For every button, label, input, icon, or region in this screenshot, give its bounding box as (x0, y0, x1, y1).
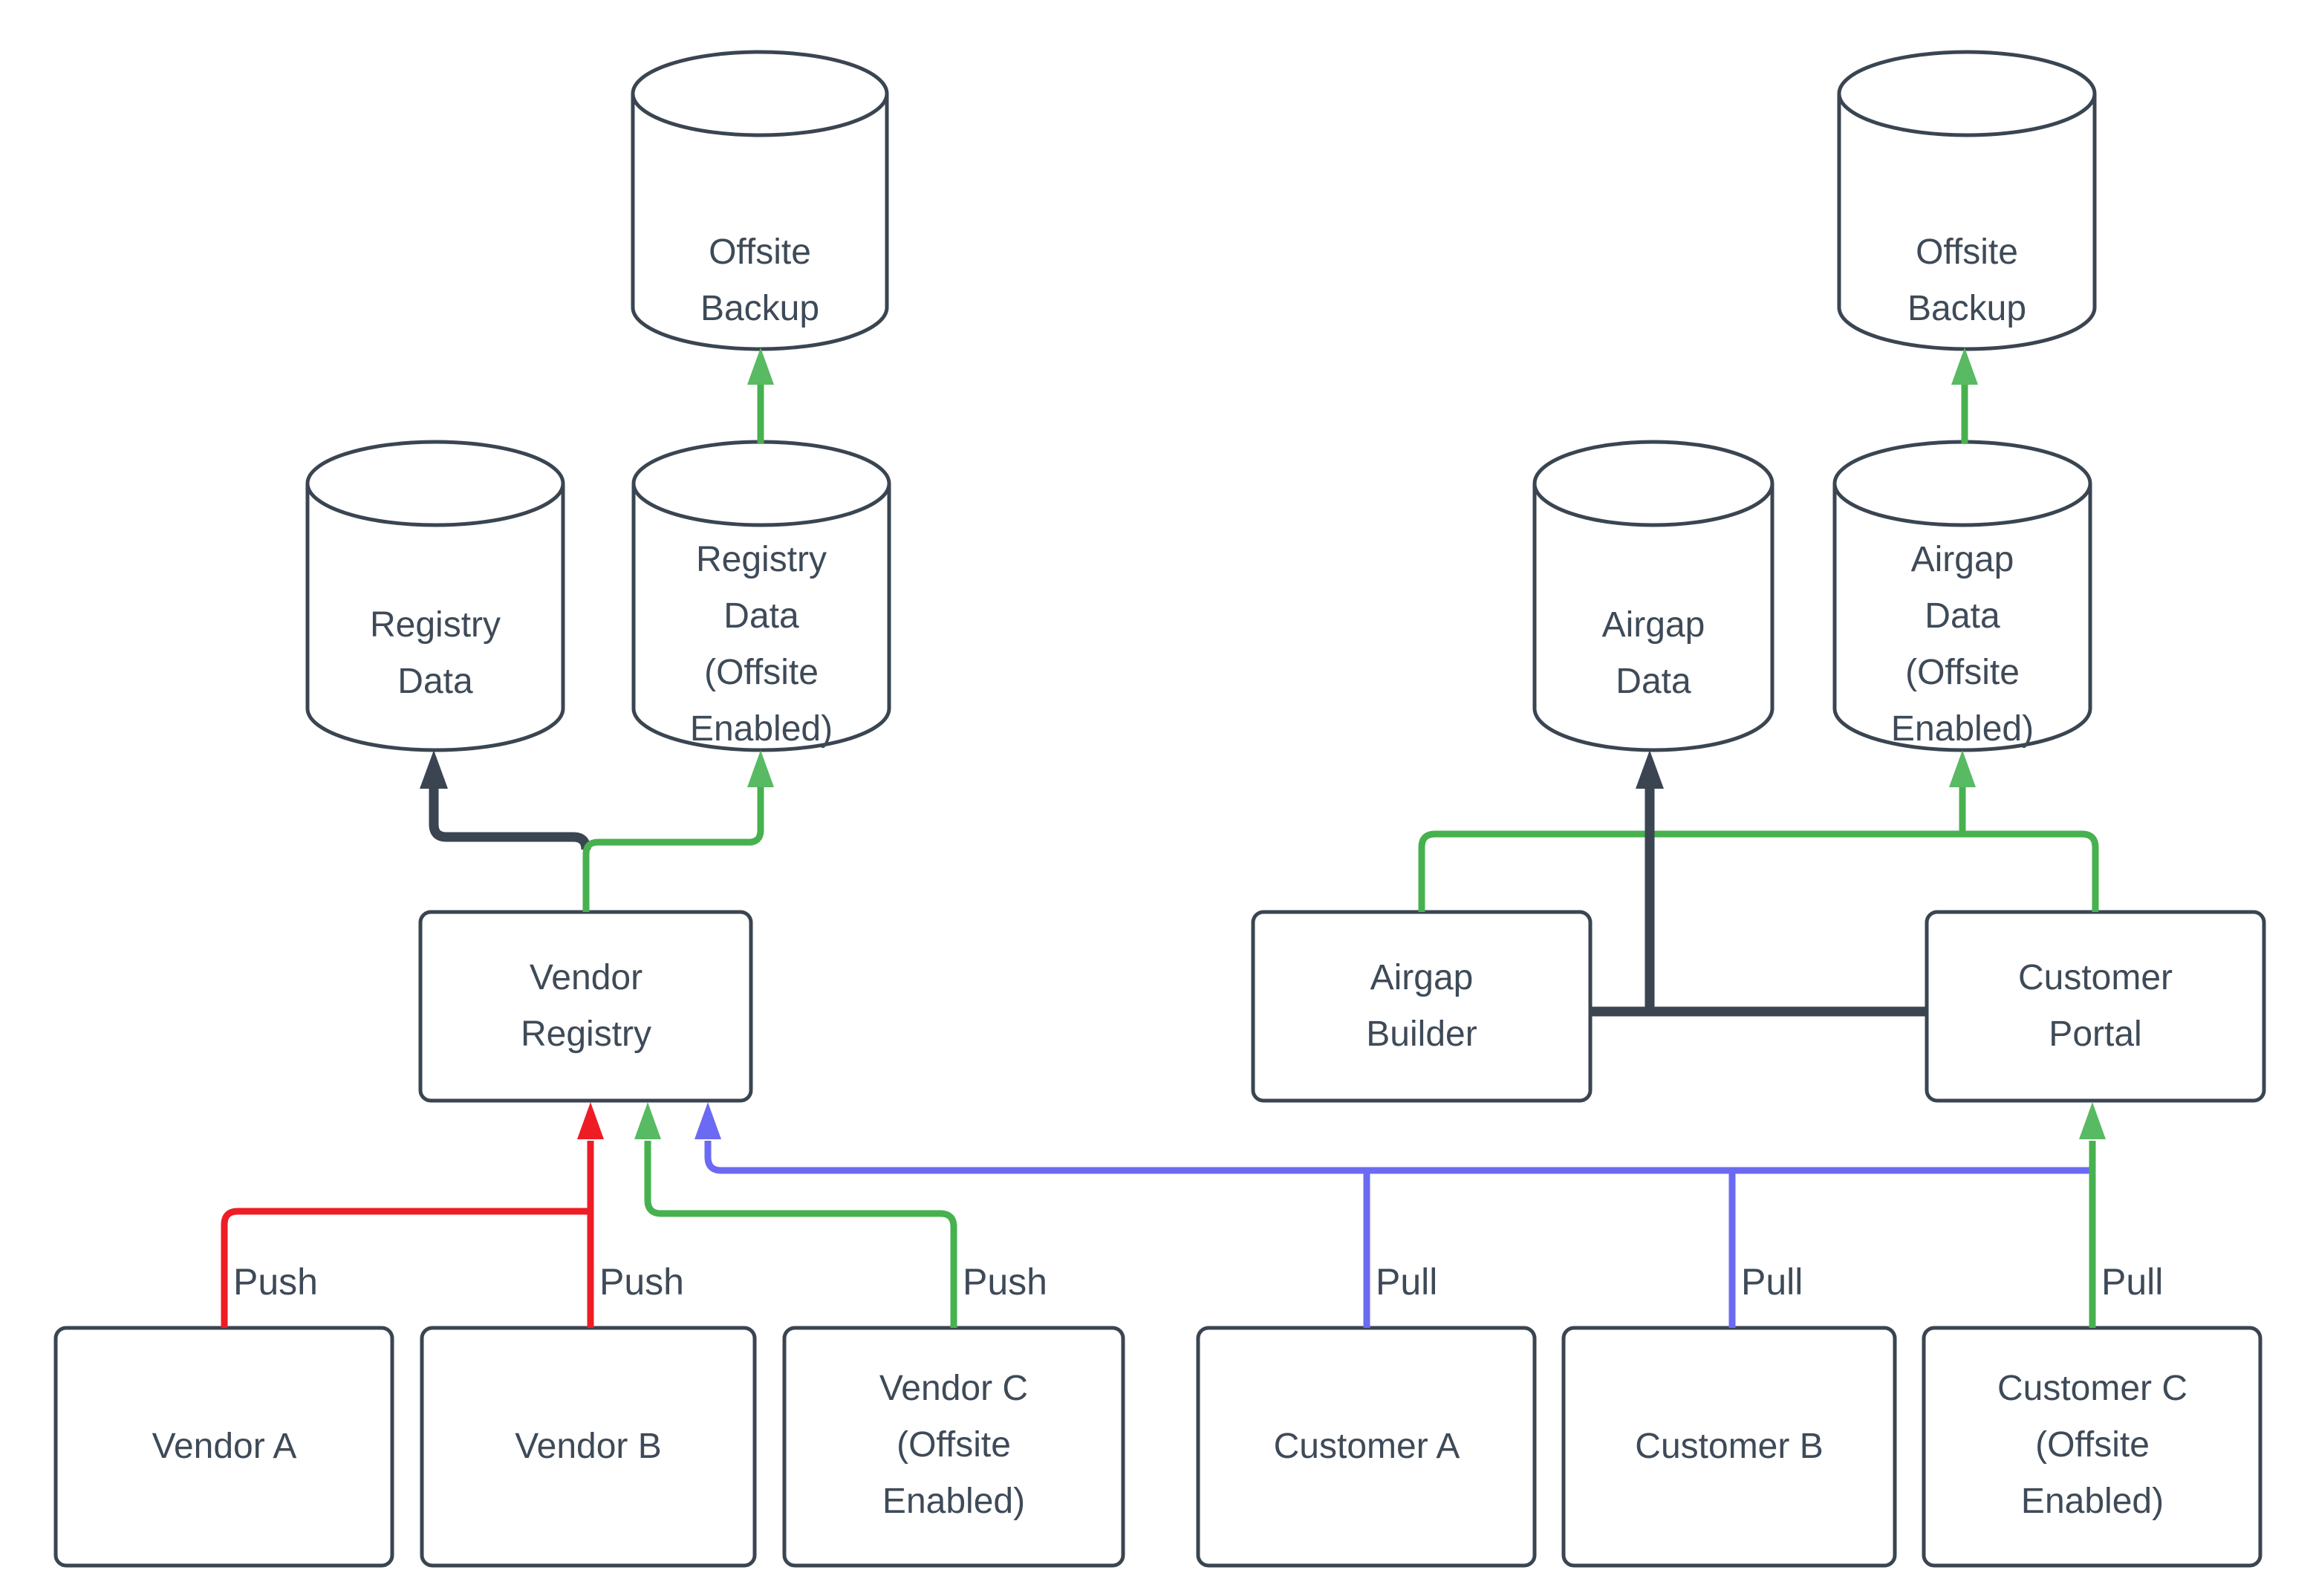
box-customer-a (1196, 1326, 1537, 1568)
edge-vendor-a-push (221, 1208, 591, 1328)
edge-builder-portal-to-airgap-data (1590, 750, 1927, 1017)
edge-registry-offsite-to-backup (747, 348, 774, 443)
box-customer-b (1561, 1326, 1897, 1568)
cylinder-registry-data-offsite (631, 440, 891, 752)
box-vendor-registry (418, 910, 753, 1103)
edge-customer-c-pull (2079, 1102, 2106, 1328)
box-vendor-b (420, 1326, 757, 1568)
cylinder-airgap-data-offsite (1832, 440, 2092, 752)
edge-vendor-b-push (577, 1102, 604, 1328)
cylinder-offsite-backup-left (631, 50, 889, 351)
edge-vendor-c-push (634, 1102, 957, 1328)
cylinder-airgap-data (1532, 440, 1774, 752)
cylinder-registry-data (305, 440, 565, 752)
cylinder-offsite-backup-right (1837, 50, 2097, 351)
edge-portal-builder-to-airgap-offsite (1418, 750, 2099, 912)
box-vendor-a (53, 1326, 394, 1568)
edge-customer-pull-line (694, 1102, 2089, 1328)
box-customer-c (1922, 1326, 2262, 1568)
edge-vendor-registry-to-registry-data (420, 750, 591, 850)
edge-vendor-registry-to-registry-data-offsite (582, 750, 774, 912)
box-customer-portal (1925, 910, 2266, 1103)
box-airgap-builder (1251, 910, 1593, 1103)
box-vendor-c (782, 1326, 1125, 1568)
edge-airgap-offsite-to-backup (1951, 348, 1978, 443)
